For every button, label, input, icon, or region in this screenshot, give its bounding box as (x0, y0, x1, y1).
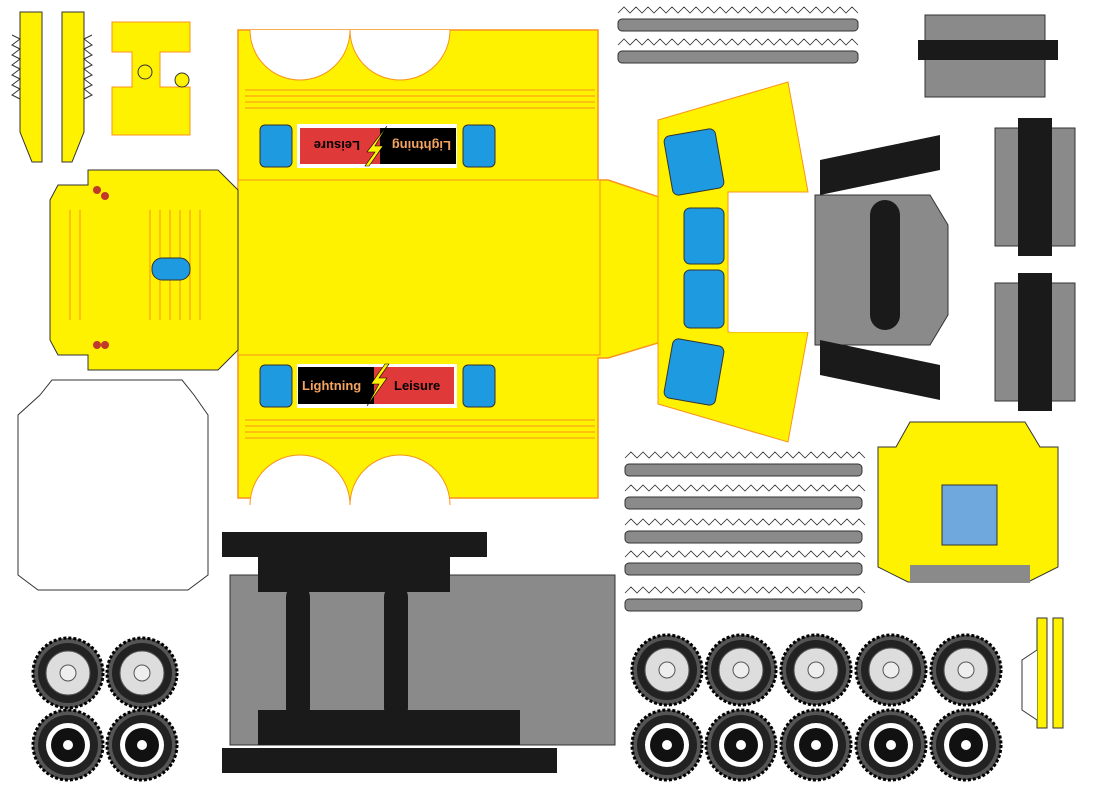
axle-strip (624, 586, 866, 612)
wheel-gray-hub (779, 633, 853, 707)
front-piece (49, 169, 239, 371)
wheel-gray-hub (929, 633, 1003, 707)
wheel-black-hub (779, 708, 853, 782)
axle-strip (624, 550, 866, 576)
cab-piece (657, 81, 812, 443)
white-box-piece (17, 379, 209, 591)
wheel-black-hub (854, 708, 928, 782)
bottom-chassis-piece (222, 532, 616, 773)
wheel-gray-hub (704, 633, 778, 707)
wheel-black-hub (630, 708, 704, 782)
wheel-gray-hub (630, 633, 704, 707)
wheel-black-hub (704, 708, 778, 782)
banner-bottom-word2: Leisure (394, 378, 440, 393)
gray-block-pieces (918, 14, 1076, 411)
axle-strip (624, 451, 866, 477)
banner-bottom: Lightning Leisure (297, 363, 457, 408)
banner-top-word2: Leisure (314, 138, 360, 153)
wheels (31, 633, 1003, 782)
banner-top: Lightning Leisure (297, 124, 457, 168)
axle-strip (624, 518, 866, 544)
mirror-piece (111, 21, 191, 136)
small-post-pieces (1021, 617, 1064, 729)
wheel-black-hub (929, 708, 1003, 782)
wheel-gray-hub (31, 636, 105, 710)
axle-strip (617, 6, 859, 32)
main-body-piece (237, 29, 669, 506)
side-strip-pieces (11, 11, 93, 163)
axle-strips (617, 6, 866, 612)
wheel-gray-hub (854, 633, 928, 707)
wheel-black-hub (31, 708, 105, 782)
wheel-black-hub (105, 708, 179, 782)
rear-chassis-piece (814, 135, 949, 400)
grille-piece (877, 421, 1059, 583)
axle-strip (624, 484, 866, 510)
axle-strip (617, 38, 859, 64)
banner-top-word1: Lightning (392, 138, 451, 153)
banner-bottom-word1: Lightning (302, 378, 361, 393)
wheel-gray-hub (105, 636, 179, 710)
